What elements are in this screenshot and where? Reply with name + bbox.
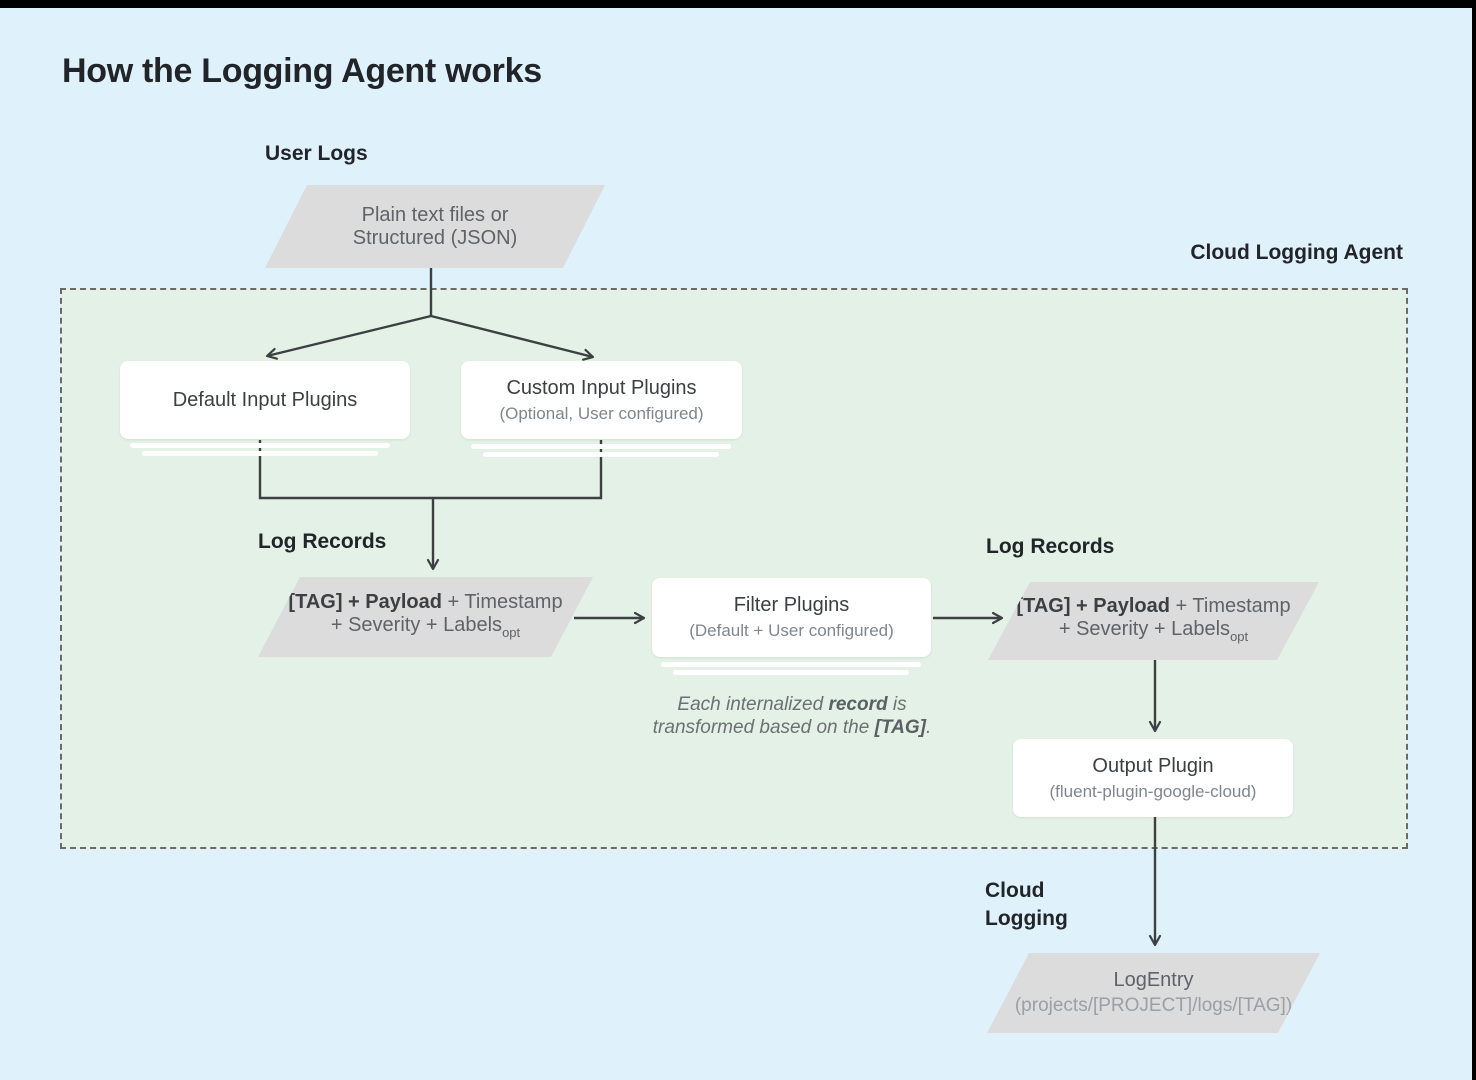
cloud-logging-agent-label: Cloud Logging Agent <box>1190 241 1403 264</box>
log-record-left-line1: [TAG] + Payload + Timestamp <box>288 591 562 614</box>
output-plugin-box: Output Plugin (fluent-plugin-google-clou… <box>1013 739 1293 817</box>
user-logs-shape: Plain text files or Structured (JSON) <box>265 185 605 268</box>
log-record-left-rest: + Timestamp <box>441 590 563 613</box>
filter-plugins-box: Filter Plugins (Default + User configure… <box>652 578 931 657</box>
log-entry-title: LogEntry <box>1113 969 1194 991</box>
note-l1c: is <box>887 694 907 715</box>
log-record-left-shape: [TAG] + Payload + Timestamp + Severity +… <box>258 577 593 657</box>
log-record-left-subscript: opt <box>502 624 521 640</box>
log-record-right-line2: + Severity + Labelsopt <box>1059 618 1248 648</box>
output-plugin-subtitle: (fluent-plugin-google-cloud) <box>1049 781 1257 801</box>
filter-stack-bar-1 <box>661 662 921 667</box>
custom-input-stack-bar-2 <box>483 452 719 457</box>
log-record-left-line2-text: + Severity + Labels <box>330 613 503 636</box>
user-logs-line1: Plain text files or <box>361 203 509 226</box>
user-logs-line2: Structured (JSON) <box>352 226 518 249</box>
log-record-left-bold: [TAG] + Payload <box>288 590 442 613</box>
user-logs-label: User Logs <box>265 142 368 165</box>
filter-note: Each internalized record is transformed … <box>630 693 954 739</box>
note-l1a: Each internalized <box>677 694 829 715</box>
filter-note-line2: transformed based on the [TAG]. <box>630 716 954 739</box>
default-input-plugins-box: Default Input Plugins <box>120 361 410 439</box>
log-record-right-line1: [TAG] + Payload + Timestamp <box>1016 595 1290 618</box>
log-record-right-subscript: opt <box>1230 628 1249 644</box>
note-l2b: [TAG] <box>874 717 926 738</box>
log-records-right-label: Log Records <box>986 535 1115 558</box>
filter-plugins-title: Filter Plugins <box>733 594 850 616</box>
cloud-logging-label-line1: Cloud <box>985 879 1045 902</box>
custom-input-plugins-title: Custom Input Plugins <box>506 376 697 399</box>
log-record-left-line2: + Severity + Labelsopt <box>331 614 520 644</box>
log-entry-shape: LogEntry (projects/[PROJECT]/logs/[TAG]) <box>987 953 1320 1033</box>
custom-input-plugins-subtitle: (Optional, User configured) <box>499 403 704 423</box>
filter-stack-bar-2 <box>673 670 909 675</box>
log-record-right-shape: [TAG] + Payload + Timestamp + Severity +… <box>988 582 1319 660</box>
note-l2a: transformed based on the <box>652 717 875 738</box>
filter-plugins-subtitle: (Default + User configured) <box>689 621 894 640</box>
cloud-logging-label-line2: Logging <box>985 907 1068 930</box>
page-title: How the Logging Agent works <box>62 52 542 90</box>
frame-top-bar <box>0 0 1476 8</box>
note-l2c: . <box>925 717 932 738</box>
custom-input-stack-bar-1 <box>471 444 731 449</box>
frame-right-bar <box>1472 0 1476 1080</box>
filter-note-line1: Each internalized record is <box>630 693 954 716</box>
log-records-left-label: Log Records <box>258 530 387 553</box>
output-plugin-title: Output Plugin <box>1092 754 1214 777</box>
log-record-right-bold: [TAG] + Payload <box>1016 594 1170 617</box>
log-record-right-line2-text: + Severity + Labels <box>1058 617 1231 640</box>
custom-input-plugins-box: Custom Input Plugins (Optional, User con… <box>461 361 742 439</box>
log-entry-subtitle: (projects/[PROJECT]/logs/[TAG]) <box>1014 995 1293 1016</box>
default-input-stack-bar-2 <box>142 451 378 456</box>
note-l1b: record <box>828 694 888 715</box>
cloud-logging-label: Cloud Logging <box>985 877 1068 933</box>
default-input-plugins-title: Default Input Plugins <box>172 388 358 411</box>
default-input-stack-bar-1 <box>130 443 390 448</box>
log-record-right-rest: + Timestamp <box>1169 594 1291 617</box>
